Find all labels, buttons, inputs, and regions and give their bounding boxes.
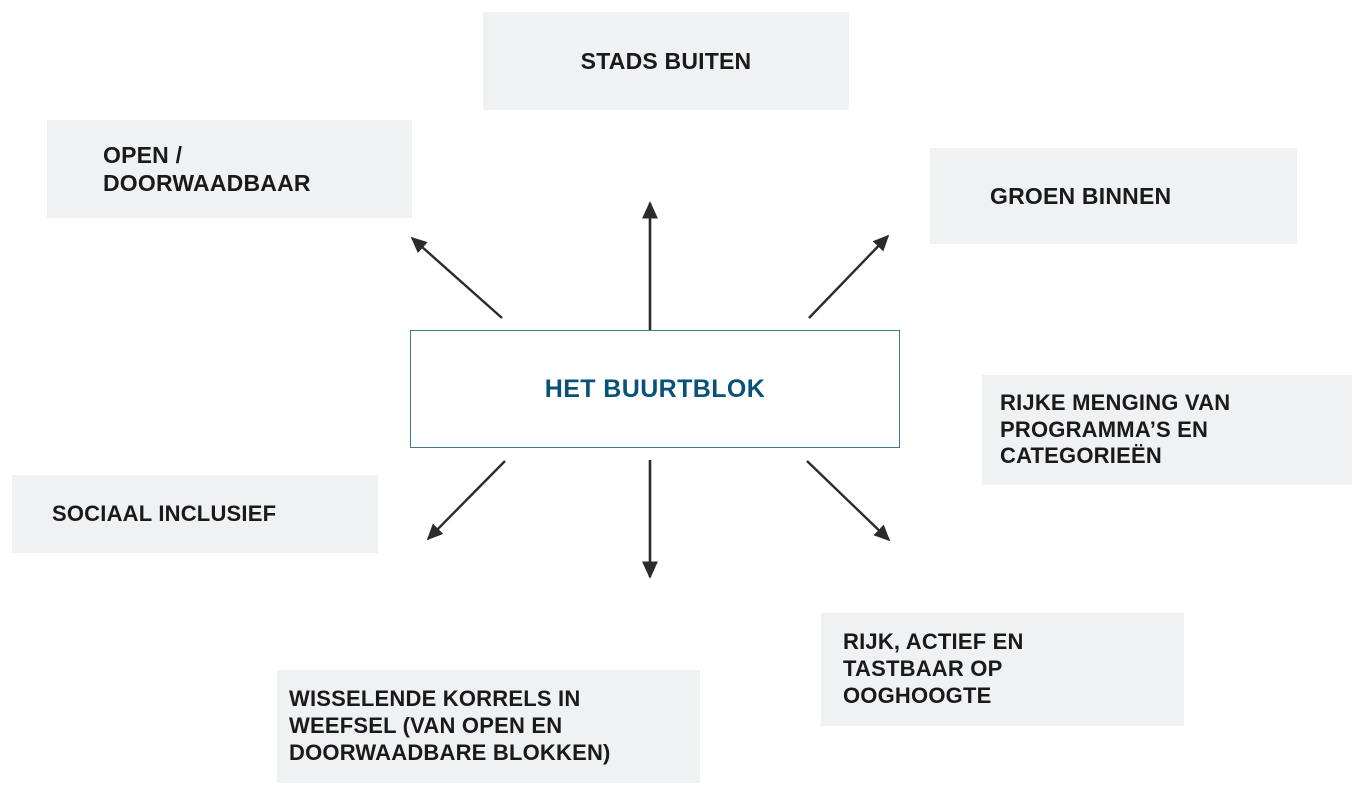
node-label-line: WISSELENDE KORRELS IN [289,686,581,712]
node-open-doorwaadbaar[interactable]: OPEN / DOORWAADBAAR [47,120,412,218]
node-label-line: WEEFSEL (VAN OPEN EN [289,713,563,739]
node-label-line: OOGHOOGTE [843,682,992,708]
center-node-het-buurtblok[interactable]: HET BUURTBLOK [410,330,900,448]
node-label-line: TASTBAAR OP [843,656,1003,682]
node-groen-binnen[interactable]: GROEN BINNEN [930,148,1297,244]
node-stads-buiten[interactable]: STADS BUITEN [483,12,849,110]
node-label-line: CATEGORIEËN [1000,443,1162,469]
center-node-label: HET BUURTBLOK [544,374,766,403]
node-label-line: GROEN BINNEN [990,182,1172,209]
arrow-up-right [808,234,890,319]
arrow-down-right [806,460,891,542]
arrow-down-left [426,460,506,541]
node-label-line: STADS BUITEN [580,47,752,74]
node-label-line: RIJKE MENGING VAN [1000,389,1231,415]
node-label-line: RIJK, ACTIEF EN [843,629,1024,655]
node-label-line: PROGRAMMA’S EN [1000,416,1209,442]
arrow-up-left [410,236,503,319]
node-rijk-actief[interactable]: RIJK, ACTIEF EN TASTBAAR OP OOGHOOGTE [821,613,1184,726]
node-wisselende-korrels[interactable]: WISSELENDE KORRELS IN WEEFSEL (VAN OPEN … [277,670,700,783]
node-label-line: DOORWAADBAAR [103,170,311,196]
node-rijke-menging[interactable]: RIJKE MENGING VAN PROGRAMMA’S EN CATEGOR… [982,375,1352,485]
node-label-line: SOCIAAL INCLUSIEF [52,500,277,526]
node-label-line: DOORWAADBARE BLOKKEN) [289,739,611,765]
node-sociaal-inclusief[interactable]: SOCIAAL INCLUSIEF [12,475,378,553]
node-label-line: OPEN / [103,141,183,168]
